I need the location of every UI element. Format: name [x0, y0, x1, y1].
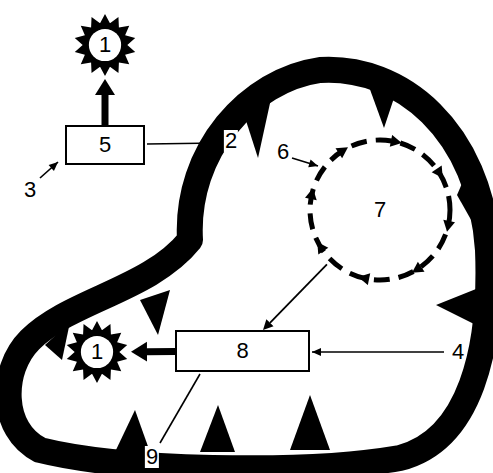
energy-burst: 1 [72, 12, 138, 78]
callout-number: 6 [276, 141, 290, 163]
callout-number: 4 [451, 341, 465, 363]
cristae [45, 84, 486, 452]
energy-burst: 1 [64, 319, 130, 385]
leader-lines [40, 143, 444, 443]
callout-number: 1 [91, 341, 103, 363]
mitochondrion-membrane [9, 70, 489, 469]
callout-number: 9 [145, 446, 159, 468]
flow-arrow [270, 264, 327, 322]
flow-arrow [147, 348, 175, 355]
process-box: 8 [175, 330, 310, 372]
callout-number: 5 [99, 134, 111, 156]
cycle-circle: 7 [305, 135, 455, 285]
callout-number: 7 [374, 199, 386, 221]
callout-number: 1 [99, 34, 111, 56]
callout-number: 2 [224, 130, 238, 152]
flow-arrow [102, 95, 109, 125]
callout-number: 3 [23, 179, 37, 201]
process-box: 5 [65, 125, 145, 165]
callout-number: 8 [236, 340, 248, 362]
